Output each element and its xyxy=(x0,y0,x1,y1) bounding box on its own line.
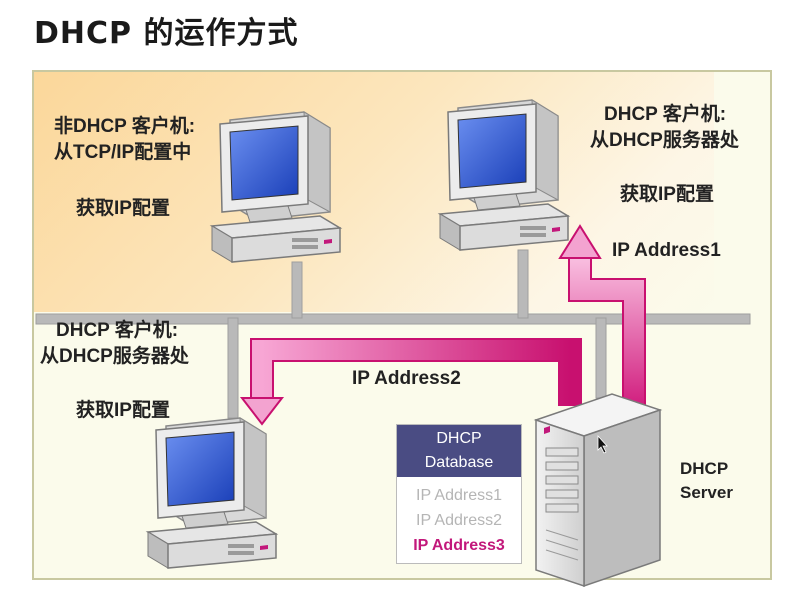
database-entry-highlighted: IP Address3 xyxy=(413,537,505,554)
dhcp-server-label-line1: DHCP xyxy=(680,459,729,478)
dhcp-client-top-label-line1: DHCP 客户机: xyxy=(604,104,727,125)
ip-address2-arrow xyxy=(239,338,582,426)
database-entry: IP Address1 xyxy=(416,487,502,504)
dhcp-server-label-line2: Server xyxy=(680,483,733,502)
dhcp-client-left-label-line1: DHCP 客户机: xyxy=(56,320,179,341)
dhcp-database-header-line2: Database xyxy=(424,454,494,471)
mouse-cursor-icon xyxy=(597,434,608,454)
dhcp-client-top-label-line3: 获取IP配置 xyxy=(620,184,714,205)
page-title: DHCP 的运作方式 xyxy=(34,16,299,51)
client-area-background xyxy=(34,72,714,312)
network-cable xyxy=(35,249,751,419)
dhcp-database-header-line1: DHCP xyxy=(436,430,482,447)
database-entry: IP Address2 xyxy=(416,512,502,529)
dhcp-server-icon xyxy=(533,393,663,588)
non-dhcp-client-computer xyxy=(211,111,341,263)
dhcp-client-computer-left xyxy=(147,417,277,569)
dhcp-database-header: DHCP Database xyxy=(397,425,521,477)
ip-address1-arrow xyxy=(558,224,646,410)
dhcp-client-computer-top xyxy=(439,99,569,251)
dhcp-client-top-label-line2: 从DHCP服务器处 xyxy=(590,130,739,151)
non-dhcp-client-label-line1: 非DHCP 客户机: xyxy=(54,116,196,137)
dhcp-client-left-label-line2: 从DHCP服务器处 xyxy=(40,346,189,367)
dhcp-client-left-label-line3: 获取IP配置 xyxy=(76,400,170,421)
ip-address1-label: IP Address1 xyxy=(612,240,721,261)
non-dhcp-client-label-line2: 从TCP/IP配置中 xyxy=(54,142,192,163)
ip-address2-label: IP Address2 xyxy=(352,368,461,389)
non-dhcp-client-label-line3: 获取IP配置 xyxy=(76,198,170,219)
dhcp-database: DHCP Database IP Address1 IP Address2 IP… xyxy=(396,424,522,564)
